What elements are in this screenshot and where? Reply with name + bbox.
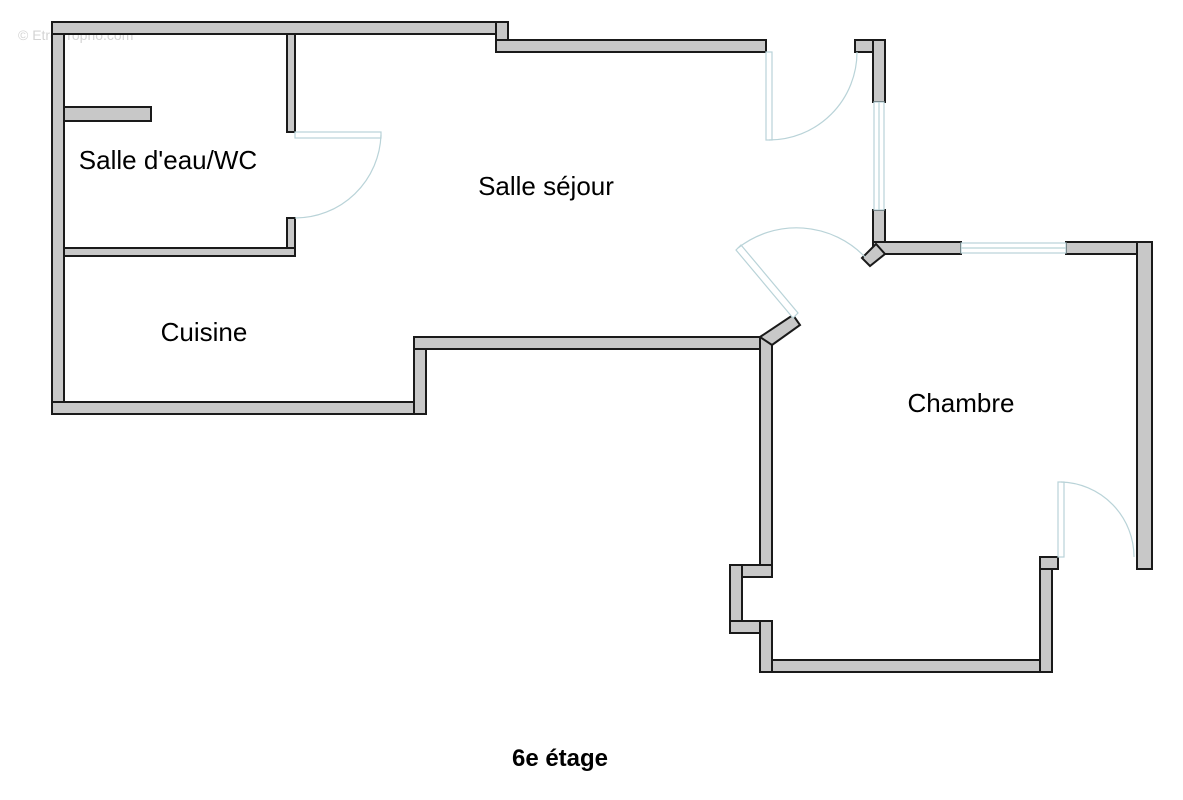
wall-bed-top-left: [872, 241, 962, 255]
windows: [873, 101, 1067, 254]
wall-bed-bottom-right-cap: [1039, 556, 1059, 570]
wall-bay-return: [759, 620, 773, 673]
wall-bed-left: [759, 336, 773, 578]
wall-top-left: [51, 21, 509, 35]
door-entrance: [765, 51, 858, 141]
room-label-kitchen: Cuisine: [161, 317, 248, 347]
wall-bottom-kitchen: [51, 401, 427, 415]
wall-bath-bottom: [63, 247, 296, 257]
wall-bath-upper: [286, 33, 296, 133]
door-bedroom: [735, 227, 866, 319]
floor-label: 6e étage: [512, 745, 608, 772]
wall-living-bottom: [413, 336, 773, 350]
room-label-bedroom: Chambre: [908, 388, 1015, 418]
doors: [294, 51, 1135, 558]
walls: [51, 21, 1153, 673]
wall-diagonal-upper: [860, 242, 887, 268]
wall-bed-right: [1136, 241, 1153, 570]
wall-bed-bottom: [759, 659, 1053, 673]
wall-entry-upper: [872, 39, 886, 103]
door-bedroom-balcony: [1057, 481, 1135, 558]
door-bathroom: [294, 131, 382, 219]
room-label-living: Salle séjour: [478, 171, 614, 201]
wall-top-right: [495, 39, 767, 53]
wall-bed-bottom-right: [1039, 556, 1053, 673]
room-label-bathroom: Salle d'eau/WC: [79, 145, 257, 175]
wall-diagonal-lower: [758, 313, 802, 347]
wall-shower-stub: [63, 106, 152, 122]
wall-left: [51, 21, 65, 415]
